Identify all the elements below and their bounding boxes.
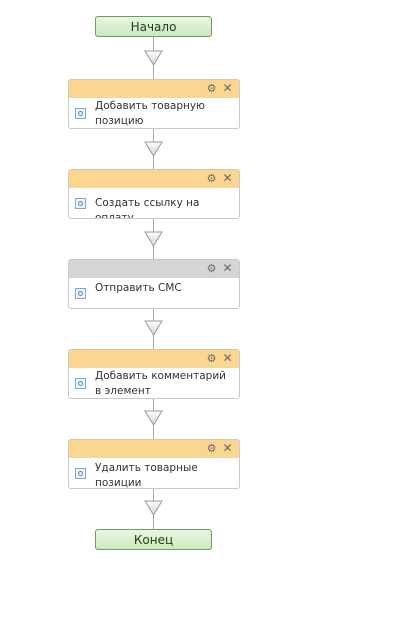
end-node[interactable]: Конец (95, 529, 212, 550)
arrow-down-icon (144, 231, 163, 247)
activity-icon (75, 108, 86, 119)
start-node[interactable]: Начало (95, 16, 212, 37)
close-icon[interactable]: ✕ (222, 261, 233, 275)
gear-icon[interactable]: ⚙ (206, 442, 217, 455)
activity-icon (75, 288, 86, 299)
arrow-down-icon (144, 141, 163, 157)
close-icon[interactable]: ✕ (222, 351, 233, 365)
block-header[interactable]: ⚙ ✕ (69, 440, 239, 458)
block-label: Создать ссылку на оплату (95, 197, 200, 219)
activity-icon (75, 198, 86, 209)
arrow-down-icon (144, 50, 163, 66)
block-label: Отправить СМС (95, 282, 182, 294)
activity-block-add-product[interactable]: ⚙ ✕ Добавить товарную позицию (68, 79, 240, 129)
activity-block-create-payment-link[interactable]: ⚙ ✕ Создать ссылку на оплату (68, 169, 240, 219)
activity-block-add-comment[interactable]: ⚙ ✕ Добавить комментарий в элемент (68, 349, 240, 399)
block-header[interactable]: ⚙ ✕ (69, 260, 239, 278)
close-icon[interactable]: ✕ (222, 441, 233, 455)
block-label: Добавить комментарий в элемент (95, 370, 226, 397)
activity-icon (75, 468, 86, 479)
block-label: Удалить товарные позиции (95, 462, 198, 489)
gear-icon[interactable]: ⚙ (206, 352, 217, 365)
arrow-down-icon (144, 410, 163, 426)
block-header[interactable]: ⚙ ✕ (69, 170, 239, 188)
close-icon[interactable]: ✕ (222, 81, 233, 95)
gear-icon[interactable]: ⚙ (206, 172, 217, 185)
block-label: Добавить товарную позицию (95, 100, 205, 127)
arrow-down-icon (144, 320, 163, 336)
activity-icon (75, 378, 86, 389)
activity-block-delete-products[interactable]: ⚙ ✕ Удалить товарные позиции (68, 439, 240, 489)
block-header[interactable]: ⚙ ✕ (69, 80, 239, 98)
block-header[interactable]: ⚙ ✕ (69, 350, 239, 368)
gear-icon[interactable]: ⚙ (206, 262, 217, 275)
close-icon[interactable]: ✕ (222, 171, 233, 185)
arrow-down-icon (144, 500, 163, 516)
activity-block-send-sms[interactable]: ⚙ ✕ Отправить СМС (68, 259, 240, 309)
gear-icon[interactable]: ⚙ (206, 82, 217, 95)
